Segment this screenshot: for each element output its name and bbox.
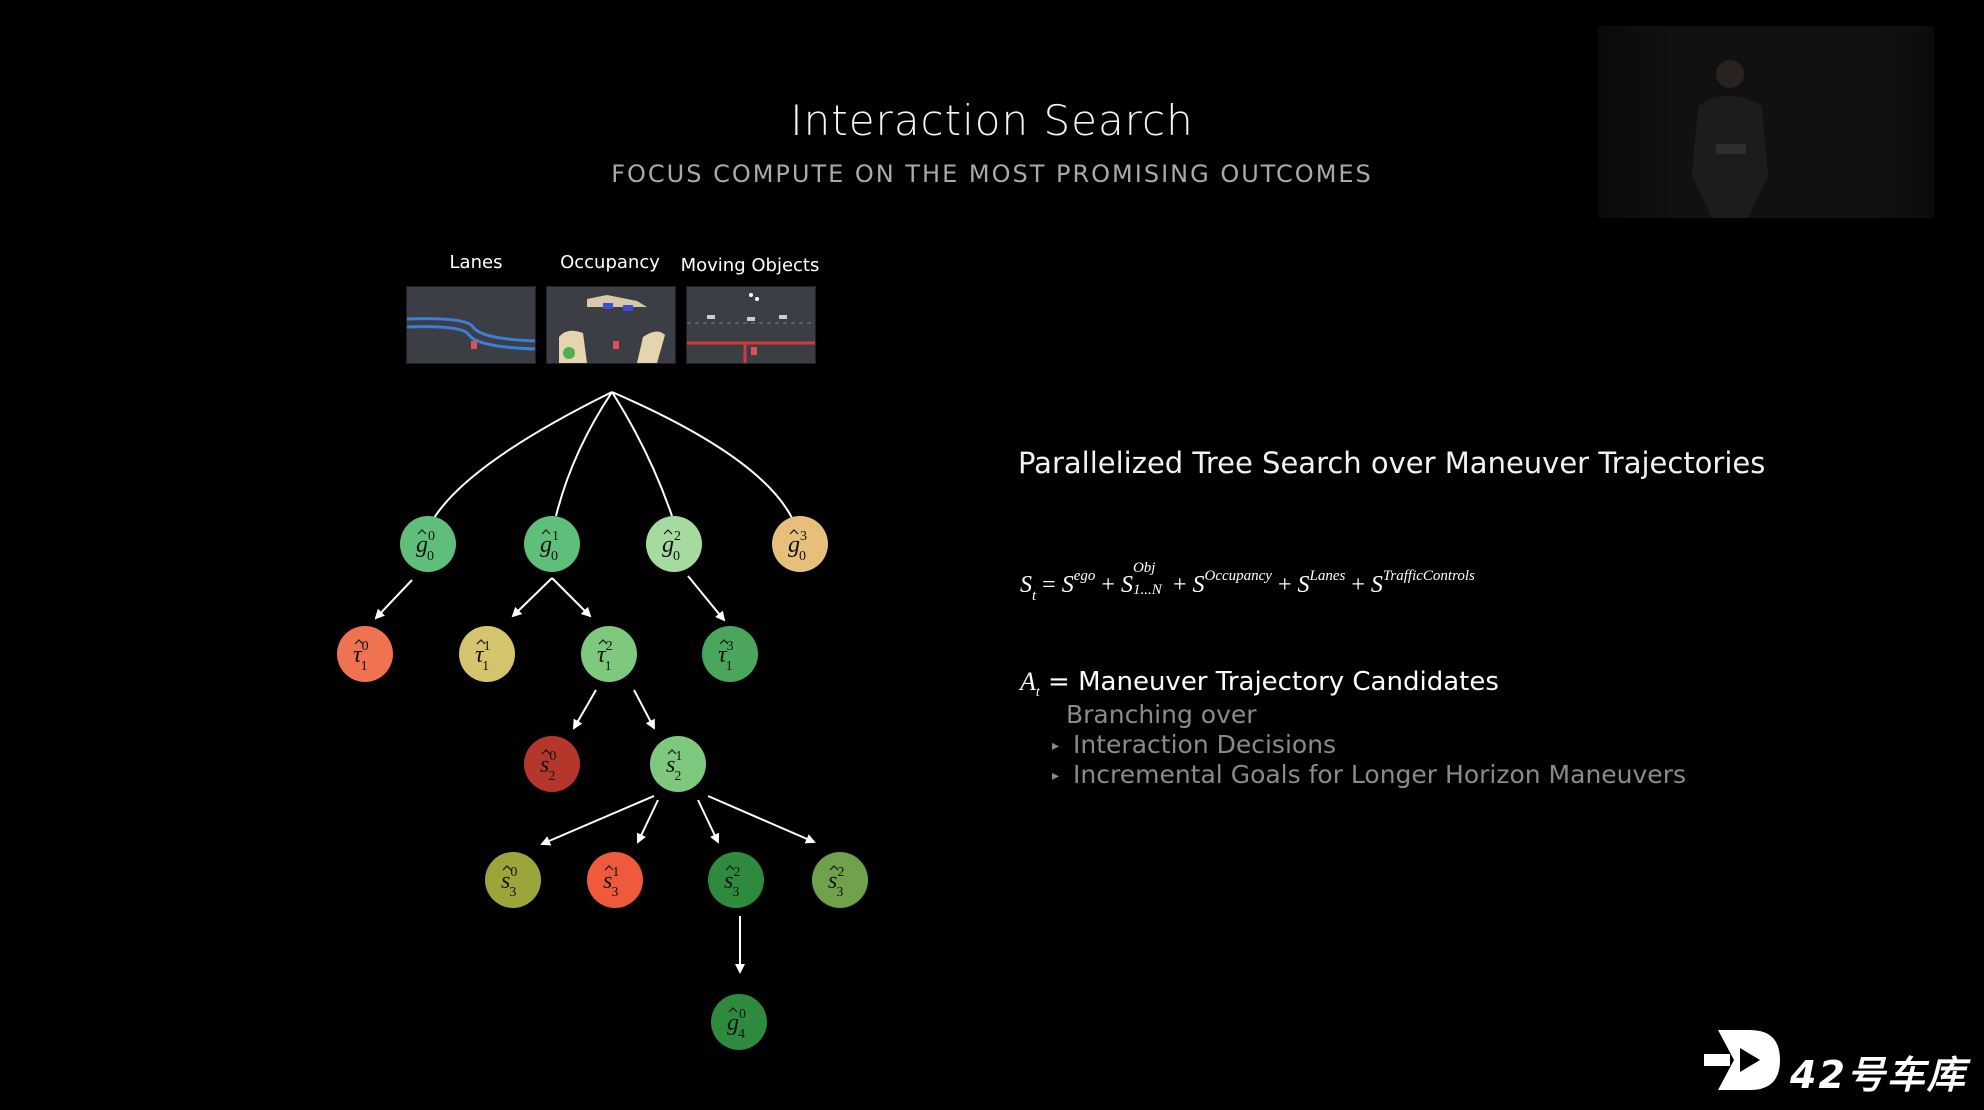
speaker-silhouette-icon [1668,26,1868,218]
tree-node-circle [812,852,868,908]
garage-logo-icon [1704,1030,1780,1090]
hat-accent-icon [789,529,799,535]
thumbnail-label-occupancy: Occupancy [560,252,660,273]
hat-accent-icon [725,865,735,871]
tree-root-edge [611,391,673,517]
hat-accent-icon [829,865,839,871]
tree-edge-arrow [707,795,816,844]
occupancy-thumbnail [546,286,676,364]
hat-accent-icon [663,529,673,535]
slide-title: Interaction Search [790,96,1194,145]
tree-edge-arrow [633,689,655,730]
hat-accent-icon [417,529,427,535]
hat-accent-icon [502,865,512,871]
section-heading: Parallelized Tree Search over Maneuver T… [1018,446,1766,480]
hat-accent-icon [598,639,608,645]
action-text: Maneuver Trajectory Candidates [1078,667,1499,697]
lanes-thumbnail [406,286,536,364]
tree-root-edge [433,391,613,519]
tree-node-circle [524,736,580,792]
hat-accent-icon [354,639,364,645]
moving-objects-thumbnail [686,286,816,364]
tree-edge-arrow [551,577,592,618]
tree-root-edge [611,391,793,519]
tree-edge-arrow [572,689,597,730]
tree-node-circle [337,626,393,682]
speaker-video [1598,26,1934,218]
tree-edge-arrow [636,799,659,844]
bullet-triangle-icon: ▸ [1052,738,1060,754]
tree-edge-arrow [697,799,720,844]
action-definition: At = Maneuver Trajectory Candidates [1020,667,1499,701]
hat-accent-icon [541,749,551,755]
watermark-text: 42号车库 [1790,1053,1967,1097]
tree-node-circle [485,852,541,908]
tree-node-circle [646,516,702,572]
tree-node-circle [524,516,580,572]
hat-accent-icon [719,639,729,645]
tree-node-circle [711,994,767,1050]
bullet-item: ▸Interaction Decisions [1052,730,1337,759]
tree-node-circle [772,516,828,572]
hat-accent-icon [604,865,614,871]
hat-accent-icon [541,529,551,535]
thumbnail-label-moving-objects: Moving Objects [680,255,820,276]
hat-accent-icon [728,1007,738,1013]
tree-node-circle [702,626,758,682]
tree-edge-arrow [687,575,726,622]
tree-edge-arrow [540,795,655,846]
slide-subtitle: FOCUS COMPUTE ON THE MOST PROMISING OUTC… [611,160,1373,188]
thumbnail-label-lanes: Lanes [449,252,503,273]
bullet-triangle-icon: ▸ [1052,768,1060,784]
tree-root-edge [555,391,613,517]
tree-node-circle [459,626,515,682]
tree-node-circle [650,736,706,792]
tree-node-circle [581,626,637,682]
branching-label: Branching over [1066,700,1257,729]
tree-node-circle [708,852,764,908]
hat-accent-icon [476,639,486,645]
tree-node-circle [587,852,643,908]
hat-accent-icon [667,749,677,755]
tree-node-circle [400,516,456,572]
tree-edge-arrow [374,579,413,620]
tree-edge-arrow [511,577,553,618]
bullet-item: ▸Incremental Goals for Longer Horizon Ma… [1052,760,1686,789]
